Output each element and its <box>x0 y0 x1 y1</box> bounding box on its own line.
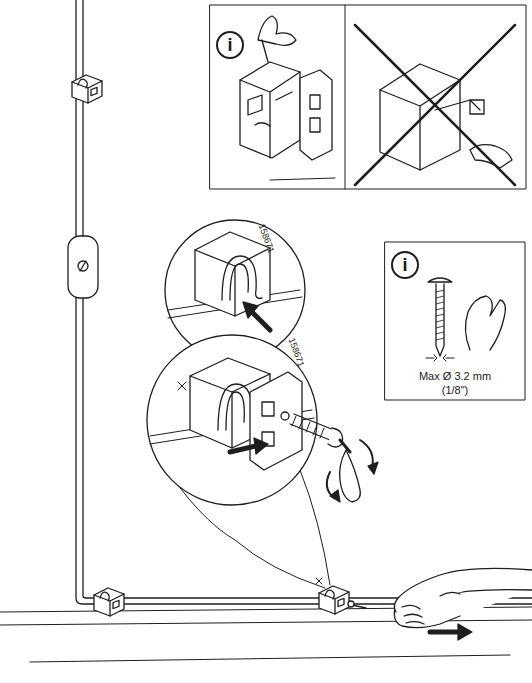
mark-x <box>316 578 322 584</box>
detail-circle <box>147 335 378 588</box>
hand <box>394 568 532 627</box>
info-icon: i <box>402 256 407 274</box>
screw-dimension: Max Ø 3.2 mm <box>419 371 491 382</box>
screw-small <box>348 601 366 608</box>
cable-clip <box>319 586 349 614</box>
info-box <box>385 242 525 400</box>
cord <box>76 0 532 604</box>
screw-dimension: (1/8") <box>442 385 469 396</box>
pull-arrow <box>430 630 462 635</box>
info-icon: i <box>227 36 232 54</box>
cable-clip <box>72 75 102 103</box>
info-panel <box>210 5 526 189</box>
pull-arrow <box>458 624 472 640</box>
cable-clip <box>94 588 124 616</box>
cord-switch <box>68 236 98 298</box>
